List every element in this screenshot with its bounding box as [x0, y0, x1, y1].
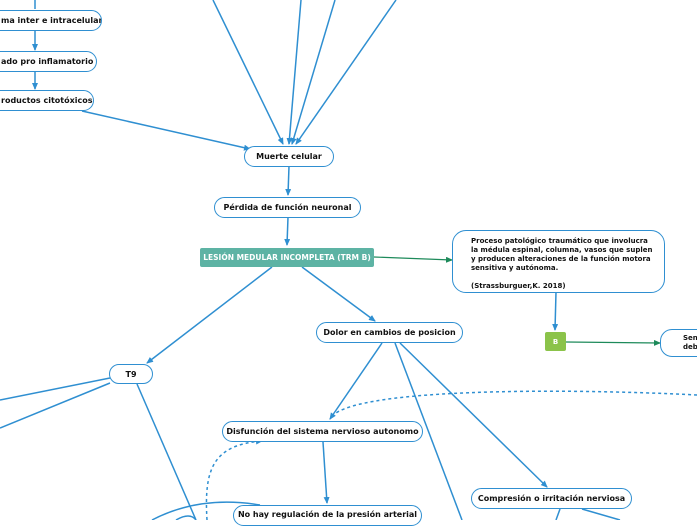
- node-dolor-cambios[interactable]: Dolor en cambios de posicion: [316, 322, 463, 343]
- node-badge-b-label: B: [552, 337, 559, 346]
- node-t9-label: T9: [125, 369, 137, 379]
- edge-compresion-stub: [581, 508, 621, 520]
- edge-dolor-down: [394, 342, 463, 520]
- edge-top-4-to-muerte: [295, 0, 397, 145]
- node-inter-intracelular-label: ma inter e intracelular: [1, 16, 102, 25]
- node-disfuncion-autonomo-label: Disfunción del sistema nervioso autonomo: [226, 427, 419, 436]
- node-inter-intracelular[interactable]: ma inter e intracelular: [0, 10, 102, 31]
- edge-lesion-to-t9: [146, 266, 273, 364]
- node-sen-deba[interactable]: Sen deba: [660, 329, 697, 357]
- edge-compresion-stub-2: [555, 508, 561, 520]
- node-dolor-cambios-label: Dolor en cambios de posicion: [323, 328, 456, 337]
- node-disfuncion-autonomo[interactable]: Disfunción del sistema nervioso autonomo: [222, 421, 423, 442]
- edge-b-to-sen: [565, 339, 661, 346]
- edge-muerte-to-perdida: [285, 165, 292, 196]
- edge-top-1-to-muerte: [212, 0, 284, 145]
- edge-dolor-to-disfuncion: [329, 342, 383, 420]
- definicion-cita: (Strassburguer,K. 2018): [471, 282, 566, 290]
- node-compresion-irritacion[interactable]: Compresión o irritación nerviosa: [471, 488, 632, 509]
- node-lesion-medular[interactable]: LESIÓN MEDULAR INCOMPLETA (TRM B): [200, 248, 374, 267]
- edge-disfuncion-to-regulacion: [322, 441, 330, 504]
- edge-citotox-to-muerte: [81, 110, 251, 151]
- definicion-text: Proceso patológico traumático que involu…: [471, 237, 653, 272]
- node-muerte-celular[interactable]: Muerte celular: [244, 146, 334, 167]
- edge-t9-left-2: [0, 382, 111, 429]
- node-pro-inflamatorio-label: ado pro inflamatorio: [1, 57, 94, 66]
- node-regulacion-presion-label: No hay regulación de la presión arterial: [237, 510, 418, 519]
- edge-lesion-to-definicion: [373, 256, 453, 263]
- node-sen-deba-label: Sen deba: [683, 334, 697, 351]
- node-productos-citotoxicos-label: roductos citotóxicos: [1, 96, 93, 105]
- node-compresion-irritacion-label: Compresión o irritación nerviosa: [477, 494, 626, 503]
- edge-definicion-to-b: [552, 291, 559, 331]
- node-definicion-body: Proceso patológico traumático que involu…: [471, 237, 656, 291]
- edge-bottom-curve: [151, 501, 261, 520]
- edge-top-3-to-muerte: [290, 0, 336, 145]
- edge-dolor-to-compresion: [399, 342, 548, 488]
- node-regulacion-presion[interactable]: No hay regulación de la presión arterial: [233, 505, 422, 526]
- node-t9[interactable]: T9: [109, 364, 153, 384]
- edge-t9-left-1: [0, 377, 111, 401]
- edge-perdida-to-lesion: [284, 216, 291, 246]
- node-pro-inflamatorio[interactable]: ado pro inflamatorio: [0, 51, 97, 72]
- node-definicion[interactable]: Proceso patológico traumático que involu…: [452, 230, 665, 293]
- node-productos-citotoxicos[interactable]: roductos citotóxicos: [0, 90, 94, 111]
- edge-lesion-to-dolor: [301, 266, 376, 322]
- node-perdida-funcion[interactable]: Pérdida de función neuronal: [214, 197, 361, 218]
- edge-top-2-to-muerte: [286, 0, 302, 145]
- node-perdida-funcion-label: Pérdida de función neuronal: [223, 203, 352, 212]
- edge-dashed-right: [329, 390, 697, 420]
- node-lesion-medular-label: LESIÓN MEDULAR INCOMPLETA (TRM B): [203, 253, 371, 262]
- edge-dashed-to-disfuncion: [205, 438, 263, 520]
- edge-t9-down: [136, 383, 197, 520]
- node-badge-b[interactable]: B: [545, 332, 566, 351]
- node-muerte-celular-label: Muerte celular: [256, 152, 322, 161]
- edge-bottom-curve-2: [175, 515, 197, 520]
